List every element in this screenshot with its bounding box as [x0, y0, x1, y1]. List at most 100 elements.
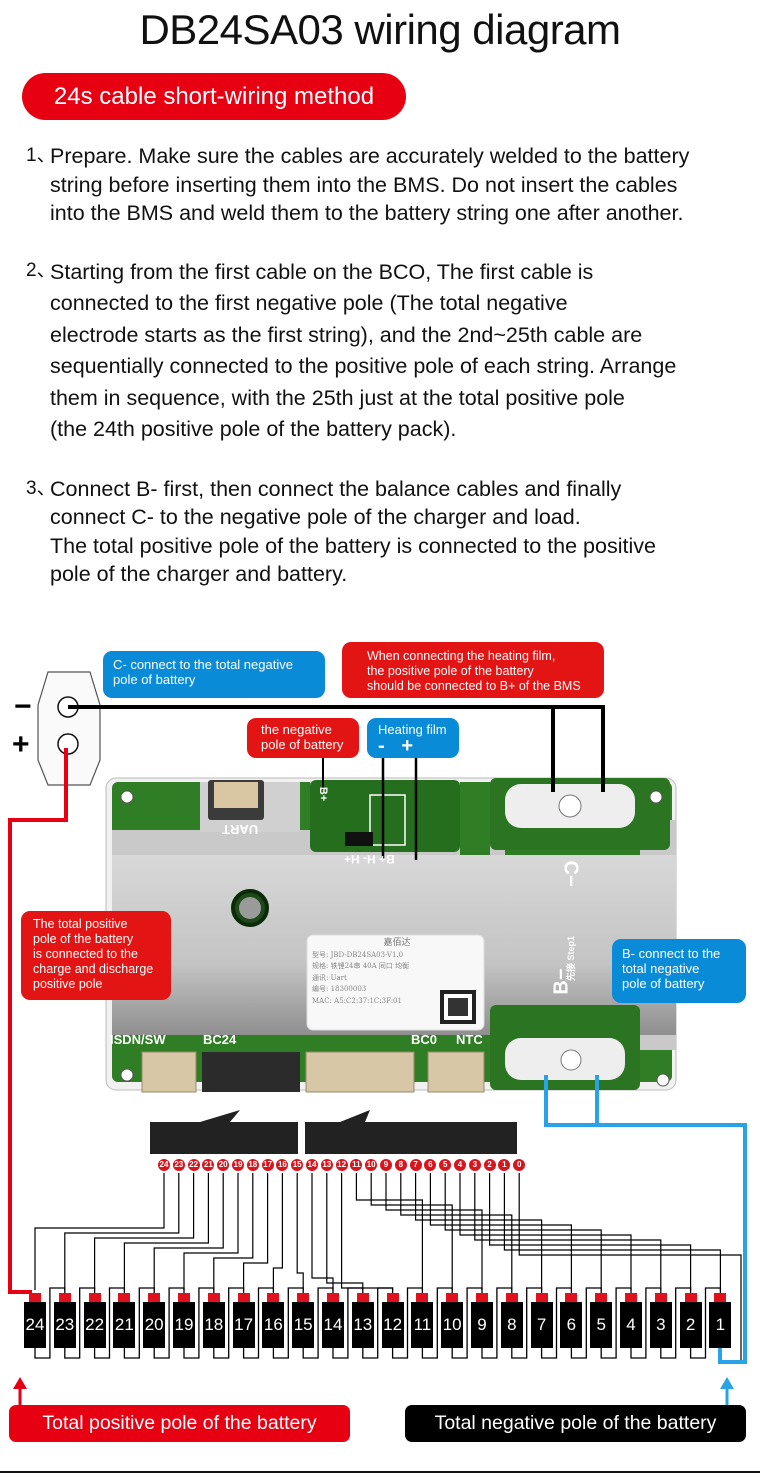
- balance-pin-22: 22: [187, 1159, 200, 1171]
- series-link: [540, 1287, 573, 1359]
- battery-cell-8: 8: [500, 1302, 523, 1348]
- cell-positive-terminal: [58, 1293, 71, 1302]
- cell-positive-terminal: [267, 1293, 280, 1302]
- cell-positive-terminal: [476, 1293, 488, 1302]
- section-label: 24s cable short-wiring method: [22, 73, 406, 120]
- series-link: [183, 1287, 215, 1359]
- balance-pin-1: 1: [498, 1159, 511, 1171]
- series-link: [421, 1287, 453, 1359]
- balance-pin-3: 3: [468, 1159, 481, 1171]
- balance-pin-11: 11: [350, 1159, 363, 1171]
- battery-cell-10: 10: [441, 1302, 464, 1348]
- balance-pin-21: 21: [202, 1159, 215, 1171]
- battery-cell-4: 4: [620, 1302, 642, 1348]
- balance-pin-13: 13: [320, 1159, 333, 1171]
- balance-pin-2: 2: [483, 1159, 496, 1171]
- battery-cell-15: 15: [292, 1302, 315, 1348]
- cell-positive-terminal: [446, 1293, 459, 1302]
- callout-line: pole of battery: [261, 737, 344, 752]
- cell-positive-terminal: [118, 1293, 131, 1302]
- total-positive-label: Total positive pole of the battery: [9, 1405, 350, 1442]
- callout-line: is connected to the: [33, 947, 138, 961]
- battery-cell-23: 23: [53, 1302, 76, 1348]
- cell-series-links: [34, 1287, 722, 1359]
- balance-pin-0: 0: [513, 1159, 526, 1171]
- balance-wire-20: [153, 1173, 224, 1290]
- balance-pin-20: 20: [217, 1159, 230, 1171]
- callout-line: charge and discharge: [33, 962, 154, 976]
- c-minus-wire: [68, 705, 605, 792]
- battery-cell-22: 22: [83, 1302, 106, 1348]
- series-link: [511, 1287, 543, 1359]
- bc0-plug: [305, 1122, 517, 1154]
- page-title: DB24SA03 wiring diagram: [139, 6, 621, 53]
- series-link: [153, 1287, 185, 1359]
- series-link: [123, 1287, 155, 1359]
- battery-cell-2: 2: [679, 1302, 702, 1348]
- callout-negative-pole: the negative pole of battery: [247, 718, 359, 758]
- balance-pin-17: 17: [261, 1159, 274, 1171]
- balance-wire-21: [123, 1173, 209, 1290]
- battery-cell-1: 1: [709, 1302, 732, 1348]
- step-line: Prepare. Make sure the cables are accura…: [50, 144, 690, 168]
- step-1: 1、 Prepare. Make sure the cables are acc…: [26, 142, 756, 228]
- series-link: [660, 1287, 692, 1359]
- cell-positive-terminal: [148, 1293, 161, 1302]
- sticker-key: 型号:: [312, 950, 329, 959]
- series-link: [362, 1287, 394, 1359]
- sticker-row: 编号: 18300003: [312, 984, 482, 996]
- step-number: 2、: [26, 259, 56, 281]
- balance-wire-22: [93, 1173, 195, 1290]
- cell-positive-terminal: [565, 1293, 578, 1302]
- sticker-key: MAC:: [312, 996, 332, 1005]
- battery-cell-13: 13: [351, 1302, 374, 1348]
- series-link: [272, 1287, 304, 1359]
- cell-positive-terminal: [297, 1293, 310, 1302]
- series-link: [93, 1287, 126, 1359]
- step1-label: 先接 Step1: [566, 935, 577, 982]
- battery-cell-20: 20: [143, 1302, 166, 1348]
- balance-wire-2: [489, 1173, 692, 1290]
- sticker-row: MAC: A5:C2:37:1C:3F:01: [312, 996, 482, 1008]
- balance-pin-6: 6: [424, 1159, 437, 1171]
- battery-cell-3: 3: [649, 1302, 672, 1348]
- series-link: [332, 1287, 364, 1359]
- total-negative-label: Total negative pole of the battery: [405, 1405, 746, 1442]
- series-link: [391, 1287, 424, 1359]
- c-minus-label: C−: [559, 860, 582, 887]
- cell-positive-terminal: [237, 1293, 250, 1302]
- balance-pin-15: 15: [291, 1159, 304, 1171]
- balance-pin-19: 19: [232, 1159, 244, 1171]
- battery-cell-17: 17: [232, 1302, 255, 1348]
- bc0-label: BC0: [411, 1032, 438, 1047]
- balance-wire-5: [444, 1173, 602, 1290]
- total-positive-wire: [8, 748, 68, 1294]
- step-number: 1、: [26, 145, 56, 166]
- balance-pin-10: 10: [365, 1159, 378, 1171]
- battery-cell-16: 16: [262, 1302, 285, 1348]
- callout-c-minus: C- connect to the total negative pole of…: [103, 651, 325, 698]
- battery-cell-14: 14: [322, 1302, 344, 1348]
- callout-line: the negative: [261, 722, 332, 737]
- sticker-text: 嘉佰达 型号: JBD-DB24SA03-V1.0 规格: 铁锂24串 40A …: [312, 938, 482, 1007]
- series-link: [570, 1287, 602, 1359]
- bc24-label: BC24: [203, 1032, 237, 1047]
- balance-wire-0: [518, 1173, 742, 1360]
- step-line: connected to the first negative pole (Th…: [50, 291, 568, 315]
- battery-cell-5: 5: [590, 1302, 613, 1348]
- sticker-row: 通讯: Uart: [312, 973, 482, 985]
- callout-line: the positive pole of the battery: [367, 664, 534, 678]
- callout-heating-film: Heating film - +: [367, 718, 459, 758]
- callout-line: pole of battery: [113, 672, 196, 687]
- b-plus-top-label: B+: [317, 786, 330, 802]
- callout-line: total negative: [622, 961, 700, 976]
- balance-wire-24: [34, 1173, 165, 1290]
- cell-positive-terminal: [505, 1293, 518, 1302]
- balance-wire-3: [474, 1173, 662, 1290]
- bottom-divider: [0, 1471, 760, 1473]
- balance-wire-15: [296, 1173, 304, 1290]
- step-line: sequentially connected to the positive p…: [50, 354, 677, 378]
- series-link: [242, 1287, 275, 1359]
- cell-positive-terminal: [416, 1293, 429, 1302]
